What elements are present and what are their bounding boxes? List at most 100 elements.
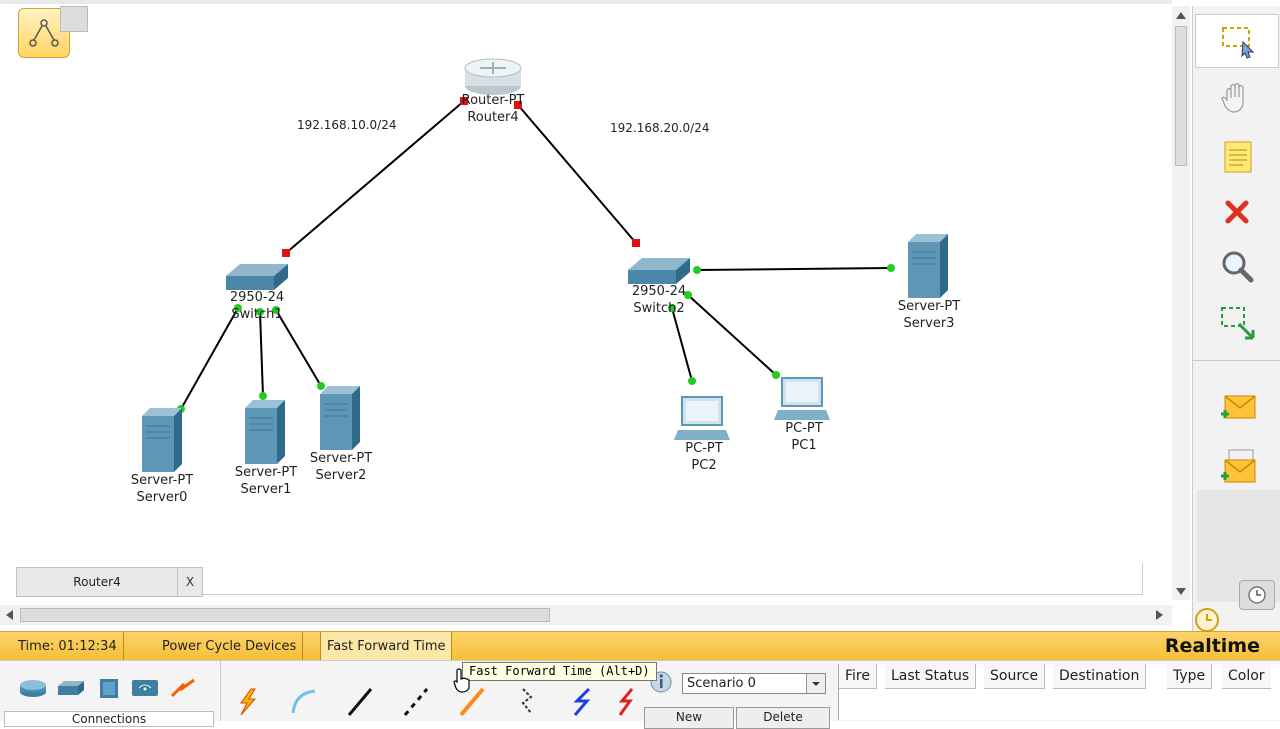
column-header-fire[interactable]: Fire bbox=[839, 664, 877, 689]
device-name: PC1 bbox=[791, 438, 817, 453]
category-routers[interactable] bbox=[18, 675, 48, 701]
scenario-dropdown-button[interactable] bbox=[806, 674, 825, 693]
realtime-mode-label[interactable]: Realtime bbox=[1164, 635, 1260, 657]
scroll-down-icon[interactable] bbox=[1176, 588, 1186, 595]
column-header-destination[interactable]: Destination bbox=[1053, 664, 1147, 689]
straight-through-cable-tool[interactable] bbox=[340, 681, 378, 721]
add-complex-pdu-button[interactable] bbox=[1217, 446, 1257, 486]
device-label-pc2[interactable]: PC-PT PC2 bbox=[664, 440, 744, 474]
device-model: 2950-24 bbox=[229, 290, 285, 305]
column-header-last-status[interactable]: Last Status bbox=[885, 664, 977, 689]
switch-icon[interactable] bbox=[628, 258, 690, 284]
pc-icon[interactable] bbox=[774, 377, 830, 420]
link-switch1-server1[interactable] bbox=[259, 311, 264, 397]
device-label-server2[interactable]: Server-PT Server2 bbox=[296, 450, 386, 484]
link-router4-switch1[interactable] bbox=[285, 100, 465, 254]
device-name: Server1 bbox=[240, 482, 292, 497]
device-label-switch1[interactable]: 2950-24 Switch1 bbox=[217, 289, 297, 323]
select-icon bbox=[1222, 27, 1255, 59]
inspect-icon bbox=[1222, 251, 1254, 283]
fast-forward-time-button[interactable]: Fast Forward Time bbox=[320, 632, 453, 661]
link-router4-switch2[interactable] bbox=[517, 104, 637, 244]
realtime-mode-icon[interactable] bbox=[1192, 604, 1222, 634]
column-header-type[interactable]: Type bbox=[1167, 664, 1213, 689]
scroll-left-icon[interactable] bbox=[6, 610, 13, 620]
server-icon[interactable] bbox=[908, 234, 948, 298]
network-label: 192.168.20.0/24 bbox=[610, 121, 710, 135]
vertical-scroll-thumb[interactable] bbox=[1175, 26, 1187, 166]
device-name: Switch2 bbox=[633, 301, 685, 316]
device-model: Server-PT bbox=[130, 473, 194, 488]
device-model: PC-PT bbox=[685, 441, 723, 456]
delete-button[interactable] bbox=[1217, 192, 1257, 232]
delete-scenario-button[interactable]: Delete bbox=[736, 707, 830, 729]
device-label-switch2[interactable]: 2950-24 Switch2 bbox=[619, 283, 699, 317]
router-icon[interactable] bbox=[464, 58, 522, 95]
device-name: Server0 bbox=[136, 490, 188, 505]
port-light-down bbox=[514, 101, 522, 109]
inspect-button[interactable] bbox=[1217, 246, 1257, 286]
fiber-cable-tool[interactable] bbox=[452, 681, 490, 721]
network-label: 192.168.10.0/24 bbox=[297, 118, 397, 132]
select-tool-button[interactable] bbox=[1217, 20, 1257, 60]
place-note-button[interactable] bbox=[1217, 136, 1257, 176]
link-switch1-server0[interactable] bbox=[180, 307, 239, 410]
resize-icon bbox=[1221, 307, 1255, 340]
device-label-pc1[interactable]: PC-PT PC1 bbox=[764, 420, 844, 454]
object-tab-close-button[interactable]: X bbox=[177, 567, 203, 597]
scenario-select[interactable]: Scenario 0 bbox=[682, 673, 826, 694]
device-label-server0[interactable]: Server-PT Server0 bbox=[117, 472, 207, 506]
device-label-server1[interactable]: Server-PT Server1 bbox=[221, 464, 311, 498]
device-model: Router-PT bbox=[461, 93, 525, 108]
category-connections[interactable] bbox=[168, 675, 198, 701]
link-switch1-server2[interactable] bbox=[275, 309, 322, 387]
hub-category-icon bbox=[100, 679, 118, 698]
crossover-cable-tool[interactable] bbox=[396, 681, 434, 721]
switch-icon[interactable] bbox=[226, 264, 288, 290]
phone-cable-tool[interactable] bbox=[508, 681, 546, 721]
category-wireless[interactable] bbox=[130, 675, 160, 701]
pc-icon[interactable] bbox=[674, 396, 730, 440]
scroll-right-icon[interactable] bbox=[1156, 610, 1163, 620]
divider bbox=[1193, 360, 1280, 361]
device-label-server3[interactable]: Server-PT Server3 bbox=[884, 298, 974, 332]
realtime-clock-button[interactable] bbox=[1239, 580, 1275, 610]
category-hubs[interactable] bbox=[94, 675, 124, 701]
horizontal-scroll-thumb[interactable] bbox=[20, 608, 550, 622]
column-header-color[interactable]: Color bbox=[1222, 664, 1271, 689]
note-icon bbox=[1224, 141, 1252, 173]
link-switch2-server3[interactable] bbox=[696, 267, 892, 271]
link-switch2-pc2[interactable] bbox=[671, 307, 693, 382]
common-tools-bar bbox=[1192, 6, 1280, 636]
serial-cable-tool[interactable] bbox=[564, 681, 602, 721]
vertical-scrollbar[interactable] bbox=[1172, 6, 1190, 600]
power-cycle-devices-button[interactable]: Power Cycle Devices bbox=[156, 632, 304, 661]
object-tab-router4[interactable]: Router4 bbox=[16, 567, 178, 597]
device-label-router4[interactable]: Router-PT Router4 bbox=[453, 92, 533, 126]
server-icon[interactable] bbox=[142, 408, 182, 472]
fiber-cable-icon bbox=[459, 687, 485, 717]
move-layout-button[interactable] bbox=[1217, 78, 1257, 118]
link-switch2-pc1[interactable] bbox=[687, 294, 777, 376]
switch-category-icon bbox=[58, 681, 84, 695]
stopwatch-icon bbox=[1195, 608, 1219, 632]
viewport-icon[interactable] bbox=[60, 6, 88, 32]
new-scenario-button[interactable]: New bbox=[644, 707, 734, 729]
horizontal-scrollbar[interactable] bbox=[0, 605, 1172, 625]
scroll-up-icon[interactable] bbox=[1176, 12, 1186, 19]
device-name: Server3 bbox=[903, 316, 955, 331]
server-icon[interactable] bbox=[245, 400, 285, 464]
add-simple-pdu-button[interactable] bbox=[1217, 386, 1257, 426]
server-icon[interactable] bbox=[320, 386, 360, 450]
serial-cable-icon bbox=[573, 687, 591, 716]
serial-dte-cable-tool[interactable] bbox=[612, 681, 636, 721]
sim-time: Time: 01:12:34 bbox=[12, 632, 124, 661]
category-switches[interactable] bbox=[56, 675, 86, 701]
port-light-up bbox=[272, 306, 280, 314]
column-header-source[interactable]: Source bbox=[984, 664, 1046, 689]
auto-connection-tool[interactable] bbox=[228, 681, 266, 721]
logical-workspace[interactable]: 192.168.10.0/24 192.168.20.0/24 Router-P… bbox=[0, 0, 1172, 600]
console-cable-tool[interactable] bbox=[284, 681, 322, 721]
topology-canvas[interactable] bbox=[0, 4, 1172, 604]
resize-shape-button[interactable] bbox=[1217, 302, 1257, 342]
